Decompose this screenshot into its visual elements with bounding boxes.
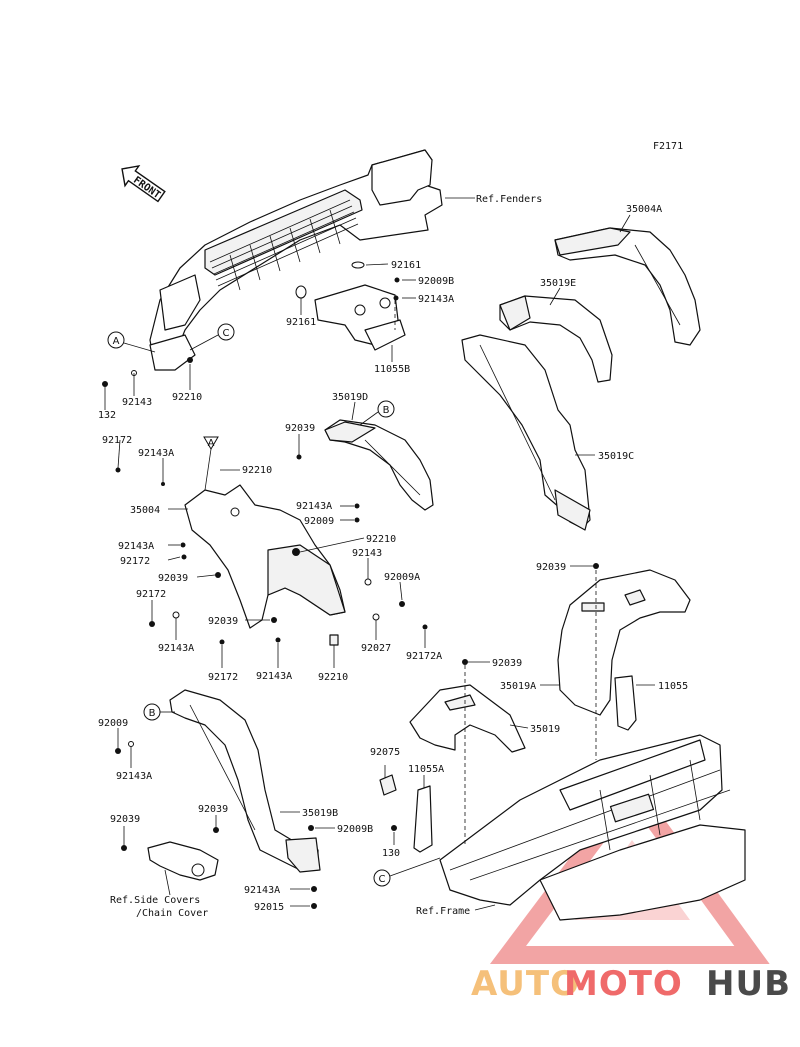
- label-92210-top: 92210: [172, 392, 202, 403]
- label-35019D: 35019D: [332, 392, 368, 403]
- grommet-92161: [295, 285, 307, 299]
- ref-fenders-label: Ref.Fenders: [476, 194, 542, 205]
- label-92210-b: 92210: [366, 534, 396, 545]
- label-92039-c: 92039: [208, 616, 238, 627]
- label-92009A: 92009A: [384, 572, 420, 583]
- watermark-hub: HUB: [706, 964, 791, 1004]
- label-92143A-a: 92143A: [138, 448, 174, 459]
- label-92039-e: 92039: [536, 562, 566, 573]
- fender-35019A: [557, 569, 691, 716]
- label-92039-d: 92039: [492, 658, 522, 669]
- guard-35004: [184, 484, 346, 646]
- label-92009-a: 92009: [304, 516, 334, 527]
- callout-A-top: A: [107, 331, 156, 353]
- label-92143-b: 92143: [352, 548, 382, 559]
- callout-C-top: C: [189, 323, 235, 351]
- callout-B-mid: B: [359, 400, 395, 426]
- label-35019: 35019: [530, 724, 560, 735]
- label-132: 132: [98, 410, 116, 421]
- grommet-92210-a: [230, 507, 240, 517]
- figure-id: F2171: [653, 141, 683, 152]
- label-35019C: 35019C: [598, 451, 634, 462]
- label-11055: 11055: [658, 681, 688, 692]
- label-35019E: 35019E: [540, 278, 576, 289]
- fender-35019B: [169, 689, 321, 873]
- label-92172-a: 92172: [102, 435, 132, 446]
- label-92027: 92027: [361, 643, 391, 654]
- label-92143-top: 92143: [122, 397, 152, 408]
- mud-flap-35019E: [499, 295, 613, 383]
- leader-lines: [104, 197, 655, 911]
- front-direction-arrow: FRONT: [121, 165, 166, 203]
- label-92009B-top: 92009B: [418, 276, 454, 287]
- label-92143A-b: 92143A: [296, 501, 332, 512]
- watermark-text: AUTO MOTO HUB: [471, 964, 791, 1004]
- callout-B-mid-label: B: [383, 405, 390, 416]
- ref-frame-label: Ref.Frame: [416, 906, 470, 917]
- grommet-92210-b: [292, 548, 300, 556]
- rear-fender-35004A: [554, 227, 701, 346]
- label-92161-a: 92161: [391, 260, 421, 271]
- label-92143A-e: 92143A: [256, 671, 292, 682]
- bracket-11055: [614, 675, 637, 731]
- label-35004A: 35004A: [626, 204, 662, 215]
- label-92039-f: 92039: [110, 814, 140, 825]
- washer-92161: [351, 261, 365, 269]
- side-cover-bracket: [147, 841, 219, 881]
- part-labels: Ref.Fenders 35004A 92161 92009B 92143A 3…: [98, 194, 688, 919]
- label-11055A: 11055A: [408, 764, 444, 775]
- bracket-11055B: [295, 261, 406, 351]
- label-92015: 92015: [254, 902, 284, 913]
- label-35004: 35004: [130, 505, 160, 516]
- label-92172-b: 92172: [120, 556, 150, 567]
- label-92172-d: 92172: [208, 672, 238, 683]
- frame-assembly: [439, 734, 746, 921]
- callout-B-low: B: [143, 703, 175, 721]
- label-92039-b: 92039: [158, 573, 188, 584]
- label-130: 130: [382, 848, 400, 859]
- grille-slots: [209, 199, 359, 291]
- label-92009B-b: 92009B: [337, 824, 373, 835]
- label-92143A-g: 92143A: [244, 885, 280, 896]
- watermark-auto: AUTO: [471, 964, 580, 1004]
- cap-92075: [379, 774, 397, 796]
- watermark-moto: MOTO: [564, 964, 683, 1004]
- callout-B-low-label: B: [149, 708, 156, 719]
- label-92039-a: 92039: [285, 423, 315, 434]
- front-guard-assembly: [149, 149, 443, 371]
- ref-side-covers-label: Ref.Side Covers: [110, 895, 200, 906]
- label-92161-b: 92161: [286, 317, 316, 328]
- label-92039-g: 92039: [198, 804, 228, 815]
- ref-chain-cover-label: /Chain Cover: [136, 908, 208, 919]
- callout-C-low: C: [373, 857, 441, 887]
- fender-35019D: [324, 419, 434, 511]
- label-92075: 92075: [370, 747, 400, 758]
- nut-92210: [329, 634, 339, 646]
- label-92172-c: 92172: [136, 589, 166, 600]
- callout-C-top-label: C: [223, 328, 230, 339]
- label-92210-c: 92210: [318, 672, 348, 683]
- label-35019A: 35019A: [500, 681, 536, 692]
- callout-C-low-label: C: [379, 874, 386, 885]
- fender-35019: [409, 684, 526, 753]
- label-92143A-d: 92143A: [158, 643, 194, 654]
- label-92143A-top: 92143A: [418, 294, 454, 305]
- label-92143A-f: 92143A: [116, 771, 152, 782]
- label-92009-b: 92009: [98, 718, 128, 729]
- label-92143A-c: 92143A: [118, 541, 154, 552]
- callout-A-top-label: A: [113, 336, 120, 347]
- label-92210-a: 92210: [242, 465, 272, 476]
- callout-A-mid-label: A: [208, 438, 215, 449]
- fender-35019C: [461, 334, 591, 531]
- hardware-markers: [102, 277, 599, 909]
- bracket-11055A: [413, 785, 433, 853]
- callout-A-mid: A: [203, 436, 219, 491]
- label-92172A: 92172A: [406, 651, 442, 662]
- label-11055B: 11055B: [374, 364, 410, 375]
- label-35019B: 35019B: [302, 808, 338, 819]
